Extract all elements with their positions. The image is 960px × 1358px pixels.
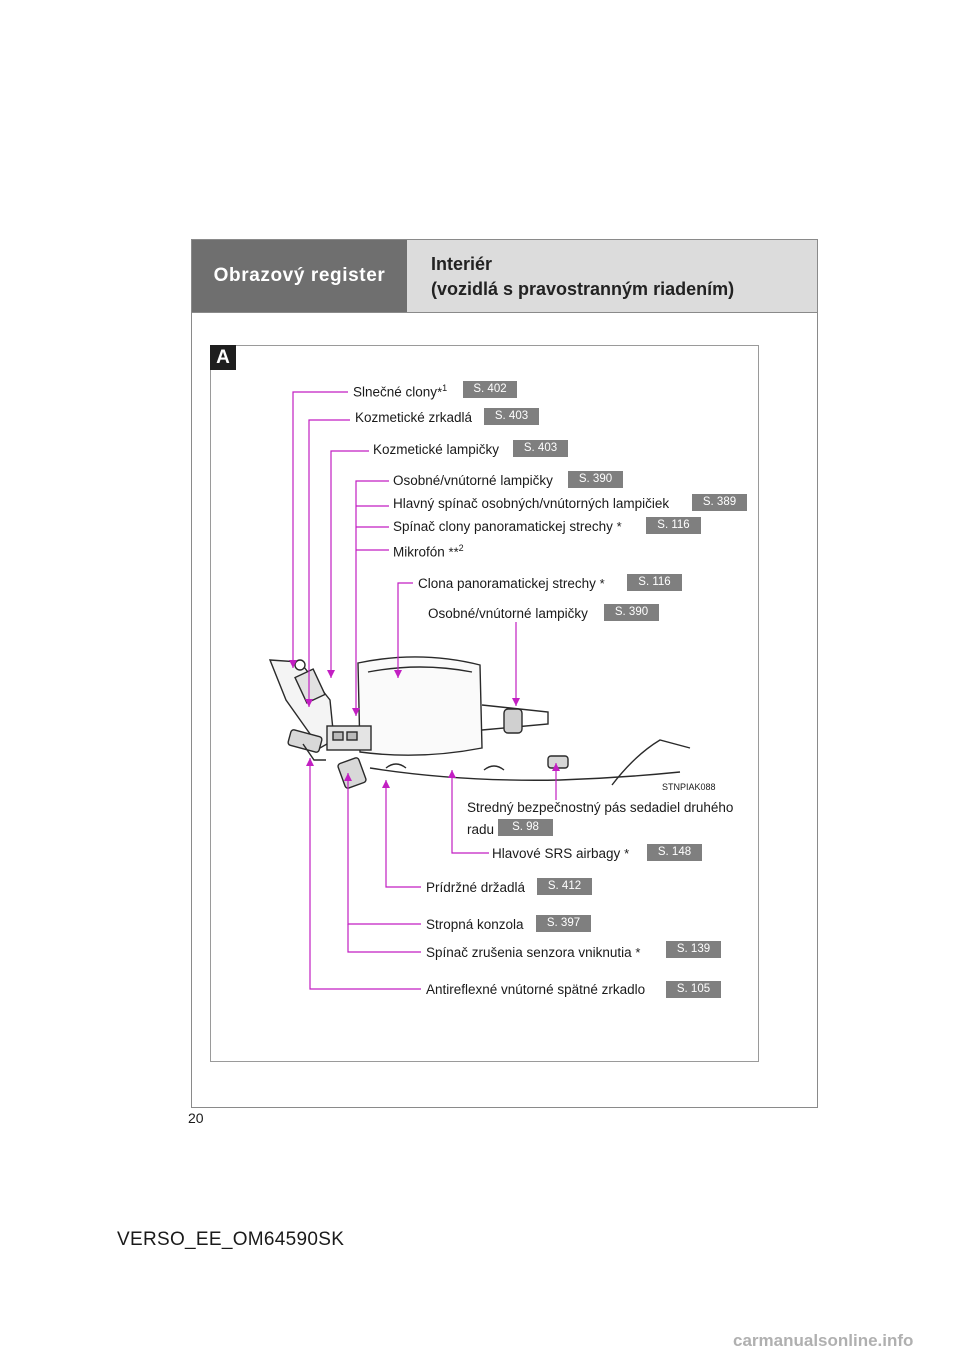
figure-code: STNPIAK088	[662, 782, 716, 792]
label-stredny-pas-2: radu	[467, 822, 495, 837]
section-header: Obrazový register	[192, 240, 407, 312]
watermark: carmanualsonline.info	[733, 1331, 914, 1350]
ref-badge[interactable]: S. 105	[666, 981, 721, 998]
leader-arrows	[289, 660, 560, 788]
page-title-line1: Interiér	[431, 254, 493, 274]
ref-badge[interactable]: S. 116	[646, 517, 701, 534]
ref-badge[interactable]: S. 116	[627, 574, 682, 591]
section-title: Obrazový register	[213, 265, 386, 286]
car-roof-drawing	[268, 656, 691, 789]
label-osobne-lampicky: Osobné/vnútorné lampičky	[393, 473, 553, 488]
page-number: 20	[188, 1110, 204, 1126]
ref-badge[interactable]: S. 390	[604, 604, 659, 621]
document-code: VERSO_EE_OM64590SK	[117, 1229, 345, 1250]
leader-lines	[292, 391, 557, 990]
ref-badge[interactable]: S. 397	[536, 915, 591, 932]
ref-badge[interactable]: S. 390	[568, 471, 623, 488]
ref-badge[interactable]: S. 403	[484, 408, 539, 425]
header-divider	[192, 312, 817, 313]
ref-badge[interactable]: S. 412	[537, 878, 592, 895]
label-kozmeticke-lampicky: Kozmetické lampičky	[373, 442, 500, 457]
figure-tag: A	[210, 345, 236, 370]
label-stropna-konzola: Stropná konzola	[426, 917, 524, 932]
label-mikrofon: Mikrofón **2	[393, 543, 464, 560]
label-kozmeticke-zrkadla: Kozmetické zrkadlá	[355, 410, 473, 425]
label-osobne-lampicky-2: Osobné/vnútorné lampičky	[428, 606, 588, 621]
page-frame	[191, 239, 818, 1108]
ref-badge[interactable]: S. 98	[498, 819, 553, 836]
label-spinac-senzora: Spínač zrušenia senzora vniknutia *	[426, 945, 641, 960]
title-header: Interiér (vozidlá s pravostranným riaden…	[407, 240, 817, 312]
label-pridrzne-drzadla: Prídržné držadlá	[426, 880, 526, 895]
label-hlavny-spinac: Hlavný spínač osobných/vnútorných lampič…	[393, 496, 670, 511]
ref-badge[interactable]: S. 403	[513, 440, 568, 457]
label-srs-airbagy: Hlavové SRS airbagy *	[492, 846, 630, 861]
label-spinac-clony: Spínač clony panoramatickej strechy *	[393, 519, 622, 534]
label-clona-strechy: Clona panoramatickej strechy *	[418, 576, 605, 591]
ref-badge[interactable]: S. 402	[463, 381, 517, 398]
ref-badge[interactable]: S. 148	[647, 844, 702, 861]
page-title-line2: (vozidlá s pravostranným riadením)	[431, 279, 735, 299]
label-stredny-pas: Stredný bezpečnostný pás sedadiel druhéh…	[467, 800, 734, 815]
label-slnecne-clony: Slnečné clony*1	[353, 383, 448, 400]
ref-badge[interactable]: S. 139	[666, 941, 721, 958]
figure-panel	[210, 345, 759, 1062]
label-spatne-zrkadlo: Antireflexné vnútorné spätné zrkadlo	[426, 982, 646, 997]
ref-badge[interactable]: S. 389	[692, 494, 747, 511]
